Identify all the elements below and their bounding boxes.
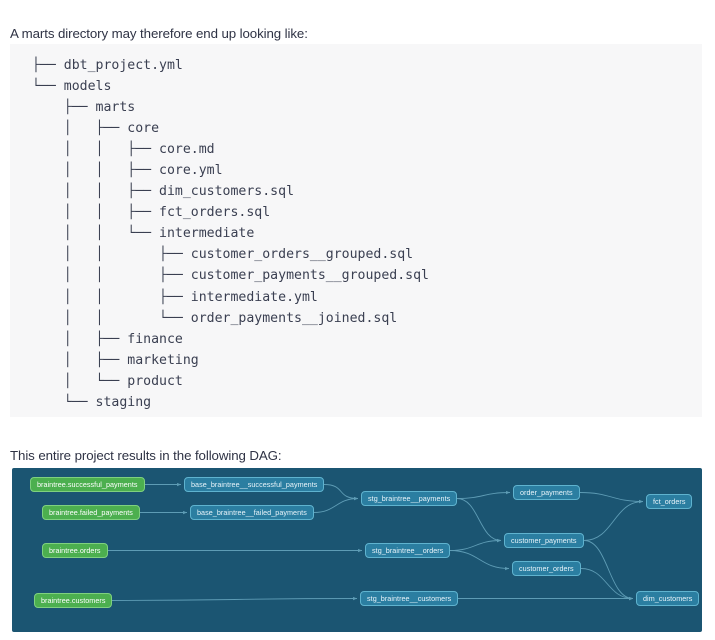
directory-tree-content: ├── dbt_project.yml └── models ├── marts… [32, 58, 429, 410]
dag-edge-stg_braintree_payments-to-customer_payments [456, 498, 502, 543]
dag-node-customer_orders[interactable]: customer_orders [512, 561, 581, 576]
dag-edge-stg_braintree_orders-to-customer_orders [449, 550, 510, 571]
dag-node-customer_payments[interactable]: customer_payments [504, 533, 584, 548]
dag-node-stg_braintree_customers[interactable]: stg_braintree__customers [360, 591, 459, 606]
dag-node-base_braintree_failed_payments[interactable]: base_braintree__failed_payments [190, 505, 314, 520]
dag-diagram: braintree.successful_payments braintree.f… [12, 468, 702, 632]
dag-node-braintree_customers[interactable]: braintree.customers [34, 593, 113, 608]
dag-node-braintree_failed_payments[interactable]: braintree.failed_payments [42, 505, 140, 520]
dag-edge-stg_braintree_payments-to-order_payments [456, 490, 511, 499]
dag-node-order_payments[interactable]: order_payments [513, 485, 580, 500]
intro-paragraph: A marts directory may therefore end up l… [10, 26, 308, 42]
dag-edge-customer_payments-to-fct_orders [583, 499, 644, 541]
dag-edge-customer_payments-to-dim_customers [583, 540, 634, 601]
dag-edge-braintree_customers-to-stg_braintree_customers [111, 596, 358, 601]
dag-edge-layer [108, 482, 644, 601]
dag-node-dim_customers[interactable]: dim_customers [636, 591, 700, 606]
dag-node-braintree_successful_payments[interactable]: braintree.successful_payments [30, 477, 145, 492]
dag-edge-base_braintree_failed_payments-to-stg_braintree_payments [313, 496, 359, 513]
dag-paragraph: This entire project results in the follo… [10, 448, 282, 464]
dag-node-base_braintree_successful_payments[interactable]: base_braintree__successful_payments [184, 477, 325, 492]
dag-node-braintree_orders[interactable]: braintree.orders [42, 543, 108, 558]
dag-node-stg_braintree_payments[interactable]: stg_braintree__payments [361, 491, 458, 506]
dag-node-fct_orders[interactable]: fct_orders [646, 494, 693, 509]
dag-node-stg_braintree_orders[interactable]: stg_braintree__orders [365, 543, 451, 558]
dag-edge-customer_orders-to-dim_customers [580, 568, 634, 601]
dag-edge-base_braintree_successful_payments-to-stg_braintree_payments [323, 484, 359, 501]
dag-edge-stg_braintree_orders-to-customer_payments [449, 538, 502, 551]
dag-edge-order_payments-to-fct_orders [579, 492, 644, 504]
directory-tree-code-block: ├── dbt_project.yml └── models ├── marts… [10, 44, 702, 417]
